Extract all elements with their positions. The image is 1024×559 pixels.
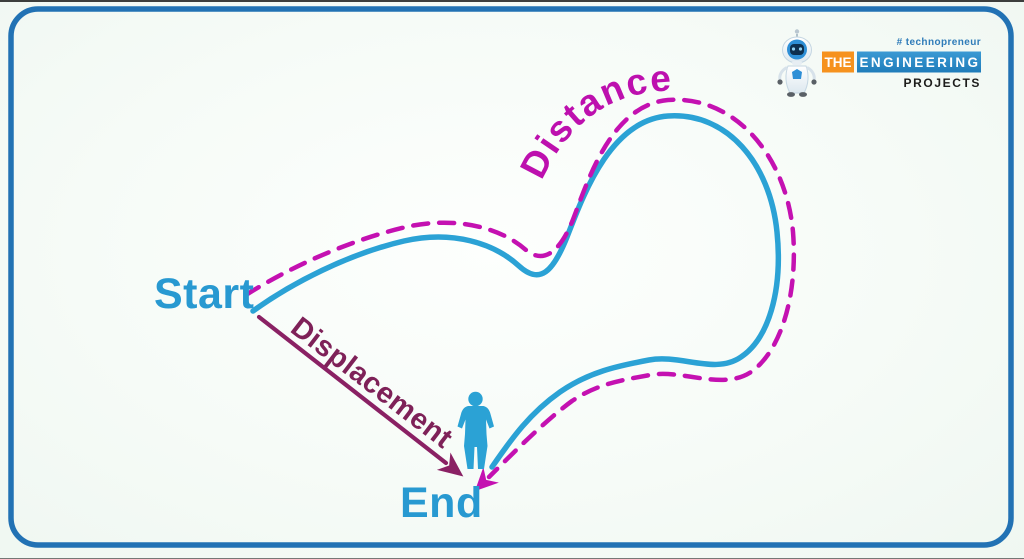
slide-border [8, 6, 1014, 548]
logo-the-text: THE [825, 55, 852, 70]
logo-projects-text: PROJECTS [904, 76, 981, 90]
logo-tagline: # technopreneur [897, 37, 981, 48]
displacement-label: Displacement [285, 311, 459, 455]
brand-logo: # technopreneur THE ENGINEERING PROJECTS [777, 29, 981, 97]
logo-engineering-box [857, 51, 981, 73]
person-icon [457, 391, 494, 469]
displacement-arrow [256, 314, 464, 477]
robot-mascot-icon [777, 29, 817, 97]
start-label: Start [154, 270, 254, 318]
end-label: End [400, 479, 483, 527]
top-edge-line [0, 0, 1024, 2]
travelled-path-line [250, 113, 782, 470]
logo-the-box [822, 51, 854, 73]
distance-dashed-line [243, 97, 797, 492]
logo-engineering-text: ENGINEERING [860, 55, 981, 70]
